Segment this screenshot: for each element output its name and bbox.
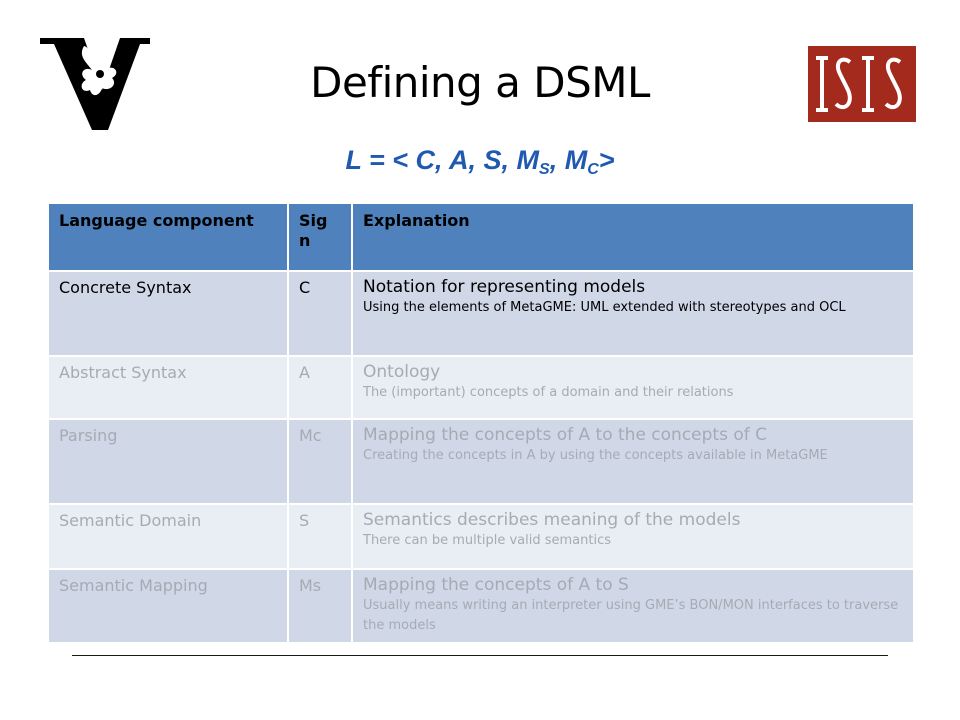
row-component: Semantic Mapping (47, 568, 289, 644)
row-explanation: Notation for representing models Using t… (351, 270, 915, 357)
table-row: Semantic Mapping Ms Mapping the concepts… (47, 568, 915, 644)
vanderbilt-v-logo (40, 38, 150, 130)
row-component: Semantic Domain (47, 503, 289, 570)
formula-sub-s: S (539, 161, 550, 178)
row-sign: Mc (287, 418, 353, 505)
explanation-main: Mapping the concepts of A to S (363, 575, 629, 595)
formula-suffix: > (598, 145, 615, 175)
formula-sub-c: C (587, 161, 599, 178)
table-row: Parsing Mc Mapping the concepts of A to … (47, 418, 915, 505)
row-sign: Ms (287, 568, 353, 644)
row-sign: A (287, 355, 353, 420)
row-explanation: Mapping the concepts of A to S Usually m… (351, 568, 915, 644)
header-explanation: Explanation (351, 202, 915, 272)
formula-mid: , M (549, 145, 588, 175)
dsml-formula: L = < C, A, S, MS, MC> (0, 145, 960, 179)
footer-divider (72, 655, 888, 656)
explanation-main: Mapping the concepts of A to the concept… (363, 425, 768, 445)
explanation-main: Semantics describes meaning of the model… (363, 510, 741, 530)
explanation-sub: Usually means writing an interpreter usi… (363, 598, 899, 633)
isis-logo (808, 46, 916, 122)
row-component: Abstract Syntax (47, 355, 289, 420)
explanation-sub: Using the elements of MetaGME: UML exten… (363, 300, 846, 315)
table-row: Concrete Syntax C Notation for represent… (47, 270, 915, 357)
table-row: Semantic Domain S Semantics describes me… (47, 503, 915, 570)
header-language-component: Language component (47, 202, 289, 272)
explanation-sub: There can be multiple valid semantics (363, 533, 611, 548)
explanation-sub: Creating the concepts in A by using the … (363, 448, 828, 463)
row-explanation: Ontology The (important) concepts of a d… (351, 355, 915, 420)
slide-title: Defining a DSML (310, 58, 650, 107)
explanation-main: Notation for representing models (363, 277, 646, 297)
row-component: Concrete Syntax (47, 270, 289, 357)
explanation-main: Ontology (363, 362, 441, 382)
row-sign: C (287, 270, 353, 357)
row-explanation: Mapping the concepts of A to the concept… (351, 418, 915, 505)
formula-prefix: L = < C, A, S, M (345, 145, 540, 175)
row-explanation: Semantics describes meaning of the model… (351, 503, 915, 570)
table-row: Abstract Syntax A Ontology The (importan… (47, 355, 915, 420)
row-sign: S (287, 503, 353, 570)
explanation-sub: The (important) concepts of a domain and… (363, 385, 734, 400)
row-component: Parsing (47, 418, 289, 505)
